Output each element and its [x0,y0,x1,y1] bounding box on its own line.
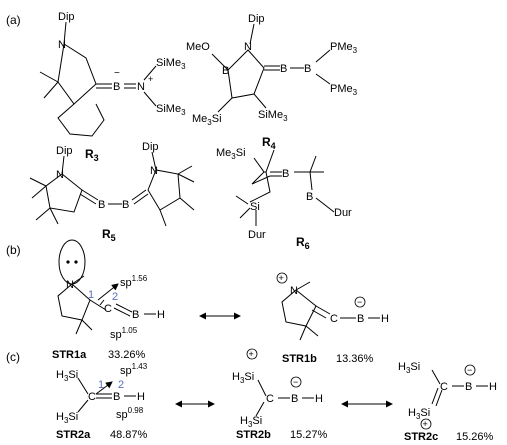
str2c-name: STR2c [404,431,438,443]
r4-b-ring: B [222,65,229,77]
r3-n: N [58,39,66,51]
r4-pme3-top: PMe3 [330,41,358,55]
r4-me3si: Me3Si [192,113,222,127]
r4-n: N [244,41,252,53]
compound-r3: Dip N B − N + SiMe3 SiMe3 R3 [39,11,186,163]
str2a-c: C [88,391,96,403]
structure-str2a: H3Si H3Si C 1 2 B H sp1.43 sp0.98 STR2a … [56,362,148,441]
str2b-b-charge: − [293,377,298,387]
str1a-sp-top: sp1.56 [120,274,148,289]
str2b-h3si-top: H3Si [232,371,254,385]
r3-b-charge: − [114,68,120,79]
compound-r4: Dip MeO B N B B PMe3 PMe3 Me3Si SiMe3 R4 [186,13,358,151]
r3-n2-charge: + [148,74,153,84]
r5-dip-left: Dip [56,145,73,157]
str1a-num2: 2 [112,291,118,303]
str1b-n-charge: + [279,273,284,283]
str2a-num2: 2 [118,379,124,391]
r5-n-right: N [150,165,158,177]
r6-dur-bottom: Dur [248,229,266,241]
r5-b-left: B [98,199,105,211]
r4-b1: B [280,63,287,75]
str1a-c: C [104,303,112,315]
r4-meo: MeO [186,41,210,53]
str1b-n: N [290,285,298,297]
str1b-b-charge: − [357,297,362,307]
str1a-weight: 33.26% [108,349,146,361]
str1b-weight: 13.36% [336,353,374,365]
str2a-h3si-top: H3Si [56,369,78,383]
r6-label: R6 [296,235,310,251]
str2b-b: B [291,393,298,405]
str2a-num1: 1 [98,379,104,391]
r3-sime3-top: SiMe3 [156,57,186,71]
r4-sime3: SiMe3 [258,109,288,123]
structure-str1b: + N C − B H STR1b 13.36% [276,272,389,365]
r5-b-right: B [122,199,129,211]
str2b-weight: 15.27% [290,429,328,441]
str2a-sp-bottom: sp0.98 [116,406,144,421]
str1a-b: B [132,309,139,321]
r3-label: R3 [85,147,99,163]
str2b-si-charge: + [249,349,254,359]
str1b-c: C [330,313,338,325]
str1a-h: H [157,309,165,321]
r4-label: R4 [262,135,276,151]
r6-dur-right: Dur [334,207,352,219]
r4-dip: Dip [248,13,265,25]
str2b-name: STR2b [236,429,271,441]
panel-label-b: (b) [6,243,21,257]
compound-r5: Dip N B B Dip N R5 [29,141,195,243]
str2a-b: B [113,391,120,403]
str2c-h3si-top: H3Si [398,361,420,375]
str2c-b-charge: − [467,365,472,375]
r4-b2: B [304,63,311,75]
str2c-h3si-bottom: H3Si [408,407,430,421]
compound-r6: Me3Si B B Dur Si Dur R6 [216,147,352,251]
str1a-num1: 1 [88,289,94,301]
str1b-b: B [357,313,364,325]
str2c-h: H [489,381,497,393]
str2b-h: H [315,393,323,405]
str1b-h: H [381,313,389,325]
str2c-si-charge: + [423,419,428,429]
r5-dip-right: Dip [142,141,159,153]
str2a-h3si-bottom: H3Si [56,411,78,425]
r6-si: Si [250,201,260,213]
r3-b: B [113,81,120,93]
str2a-weight: 48.87% [110,429,148,441]
r3-dip: Dip [58,11,75,23]
r4-pme3-bottom: PMe3 [330,83,358,97]
r5-n-left: N [56,169,64,181]
r3-sime3-bottom: SiMe3 [156,103,186,117]
str1b-name: STR1b [282,353,317,365]
structure-str2c: H3Si C − B H H3Si + STR2c 15.26% [398,361,497,443]
r6-me3si: Me3Si [216,147,246,161]
r5-label: R5 [102,227,116,243]
str1a-name: STR1a [52,349,87,361]
str2c-weight: 15.26% [456,431,494,443]
str1a-n: N [66,279,74,291]
structure-str2b: + H3Si H3Si C − B H STR2b 15.27% [232,348,328,441]
r6-b2: B [306,191,313,203]
str2c-c: C [440,381,448,393]
structure-str1a: N 1 2 C B H sp1.56 sp1.05 STR1a 33.26% [52,239,165,361]
str2b-h3si-bottom: H3Si [240,415,262,429]
str2a-name: STR2a [56,429,91,441]
r6-b1: B [282,168,289,180]
panel-label-c: (c) [6,350,20,364]
str1a-sp-bottom: sp1.05 [110,326,138,341]
str2b-c: C [266,393,274,405]
r3-n2: N [137,81,145,93]
panel-label-a: (a) [6,13,21,27]
str2a-h: H [137,391,145,403]
str2a-sp-top: sp1.43 [120,362,148,377]
str2c-b: B [465,381,472,393]
